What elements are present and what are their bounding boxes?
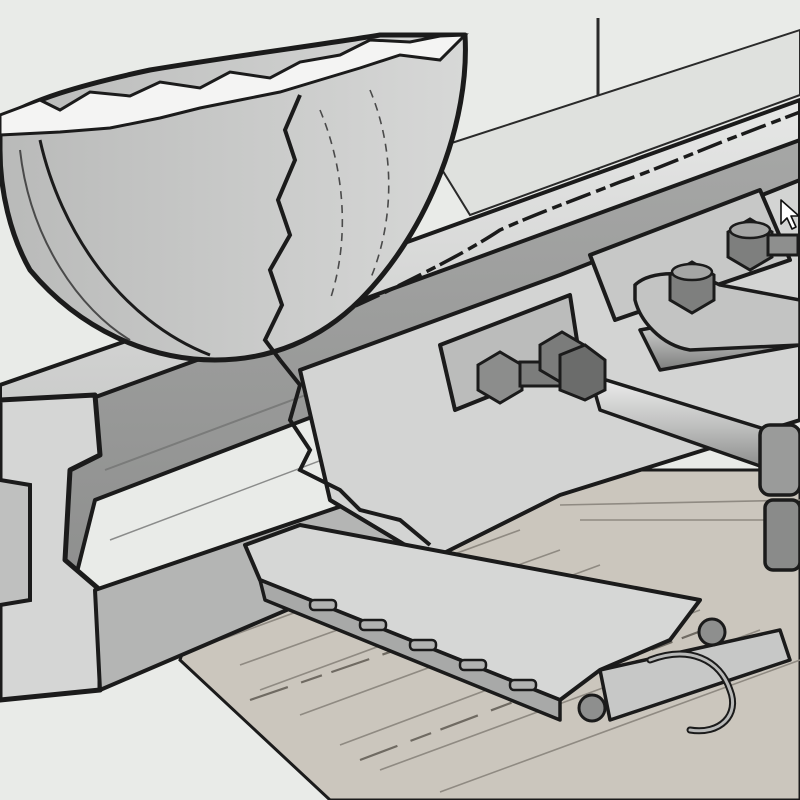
cracked-wheel-icon	[0, 32, 469, 363]
bolt-icon	[476, 217, 800, 405]
mouse-cursor-icon	[780, 199, 800, 230]
rail-web-crack	[278, 358, 432, 547]
tie-plate-icon	[243, 523, 792, 735]
background-ledge	[428, 28, 800, 217]
